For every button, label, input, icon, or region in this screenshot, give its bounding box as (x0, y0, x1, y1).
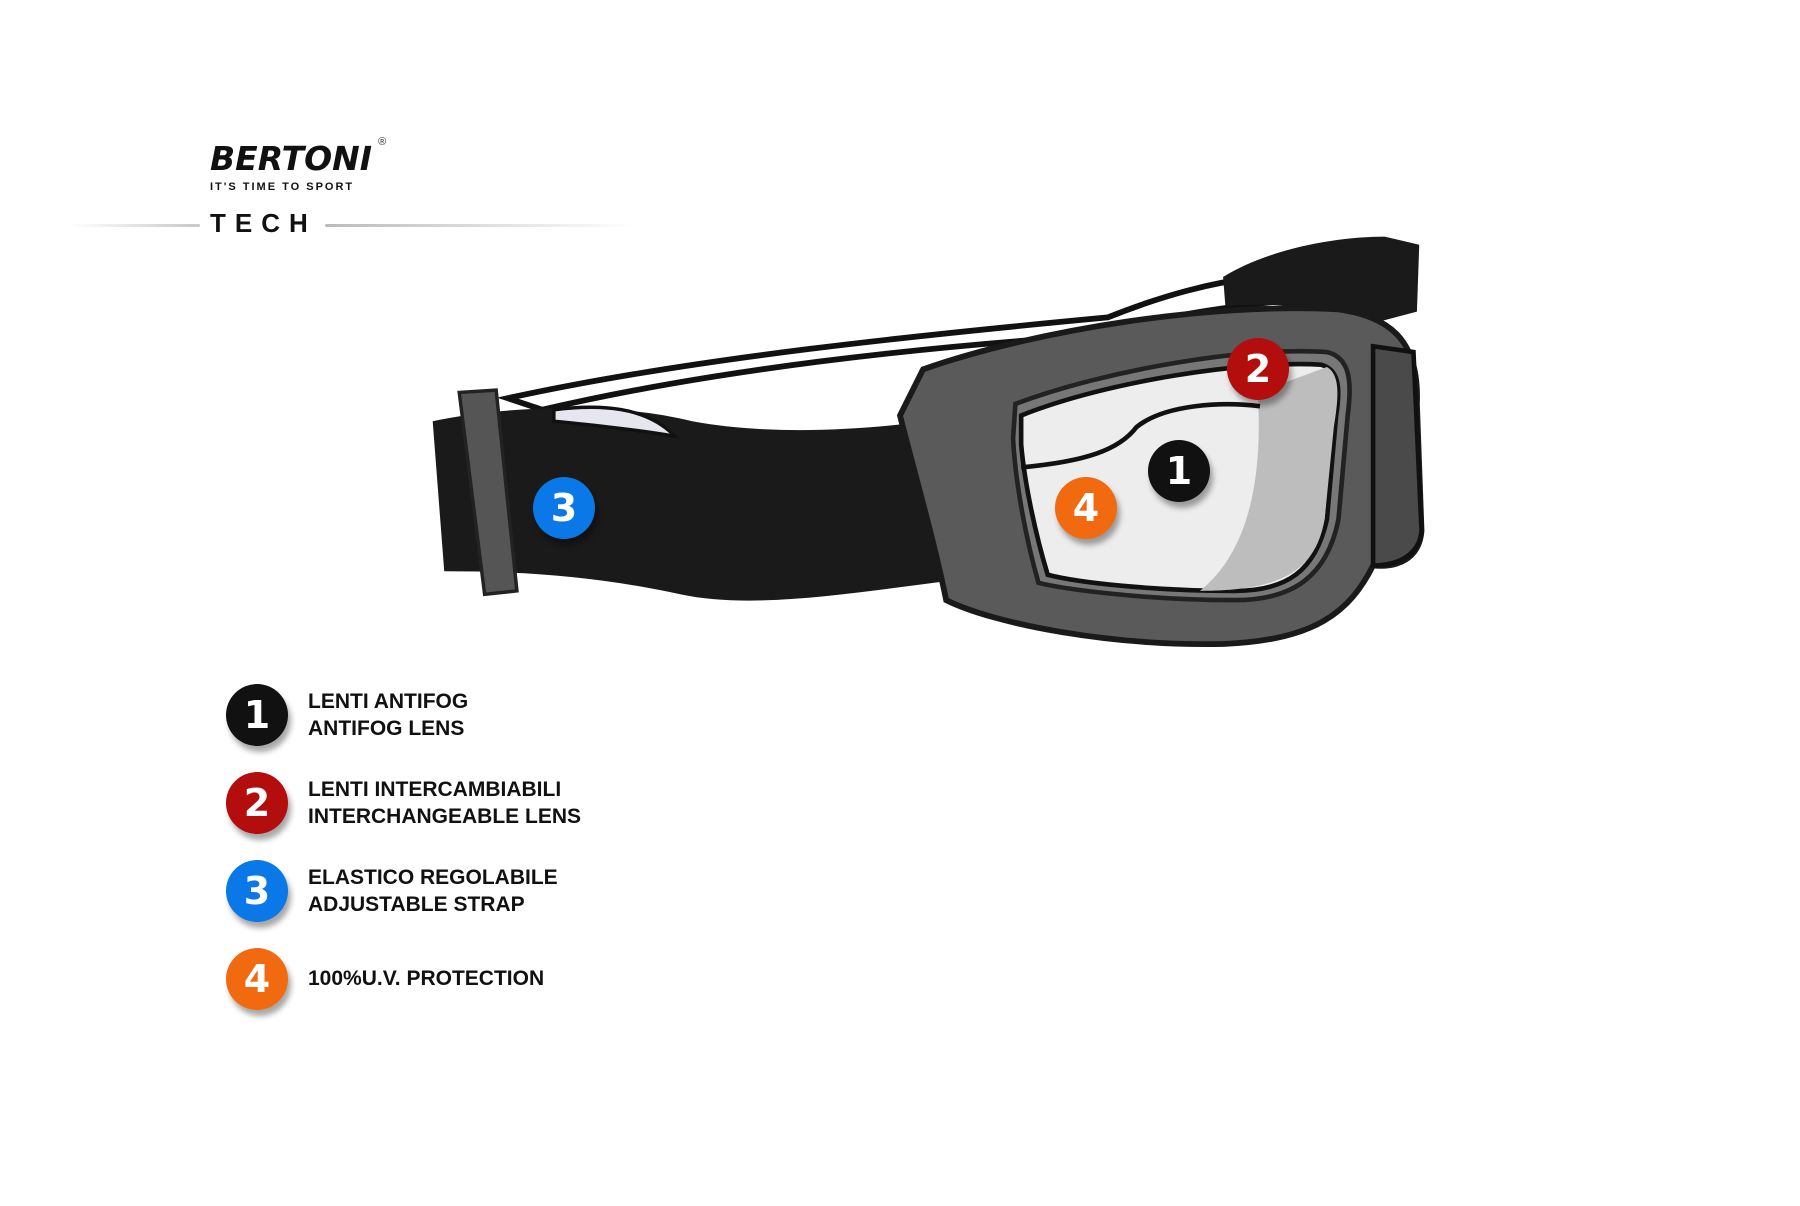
legend-badge-2: 2 (226, 772, 288, 834)
callout-number: 3 (550, 486, 578, 530)
legend-label-it: LENTI INTERCAMBIABILI (308, 778, 562, 801)
top-pad (1223, 236, 1420, 324)
lens-nose-cut (1020, 402, 1261, 470)
legend-label-en: INTERCHANGEABLE LENS (308, 805, 582, 828)
callout-number: 1 (1165, 449, 1193, 493)
legend-label-it: LENTI ANTIFOG (308, 690, 469, 713)
bertoni-logo: BERTONI ® IT'S TIME TO SPORT (210, 136, 386, 194)
brand-name: BERTONI (210, 139, 373, 178)
legend-label-it: ELASTICO REGOLABILE (308, 866, 558, 889)
divider-left (70, 224, 200, 227)
legend-badge-4: 4 (226, 948, 288, 1010)
legend-text: LENTI INTERCAMBIABILI INTERCHANGEABLE LEN… (308, 776, 581, 830)
legend-badge-1: 1 (226, 684, 288, 746)
product-title: TECH (210, 208, 317, 238)
divider-right (325, 224, 635, 227)
strap (432, 407, 981, 601)
legend-label: 100%U.V. PROTECTION (308, 967, 545, 990)
side-vent (1370, 343, 1424, 568)
legend-label-en: ANTIFOG LENS (308, 717, 465, 740)
legend-number: 3 (243, 869, 271, 913)
legend-text: LENTI ANTIFOG ANTIFOG LENS (308, 688, 468, 742)
legend-number: 4 (243, 957, 271, 1001)
callout-badge-3: 3 (533, 477, 595, 539)
callout-badge-1: 1 (1148, 440, 1210, 502)
legend-text: ELASTICO REGOLABILE ADJUSTABLE STRAP (308, 864, 558, 918)
callout-number: 2 (1244, 347, 1272, 391)
lens-shade (1200, 367, 1338, 591)
legend-number: 2 (243, 781, 271, 825)
legend-text: 100%U.V. PROTECTION (308, 965, 544, 992)
legend-number: 1 (243, 693, 271, 737)
brand-row: BERTONI ® (210, 136, 386, 178)
registered-mark: ® (378, 136, 387, 148)
callout-badge-2: 2 (1227, 338, 1289, 400)
callout-badge-4: 4 (1055, 477, 1117, 539)
legend-label-en: ADJUSTABLE STRAP (308, 893, 525, 916)
strap-buckle (457, 388, 519, 597)
callout-number: 4 (1072, 486, 1100, 530)
legend-badge-3: 3 (226, 860, 288, 922)
strap-highlight (552, 405, 680, 439)
brand-tagline: IT'S TIME TO SPORT (210, 181, 355, 193)
